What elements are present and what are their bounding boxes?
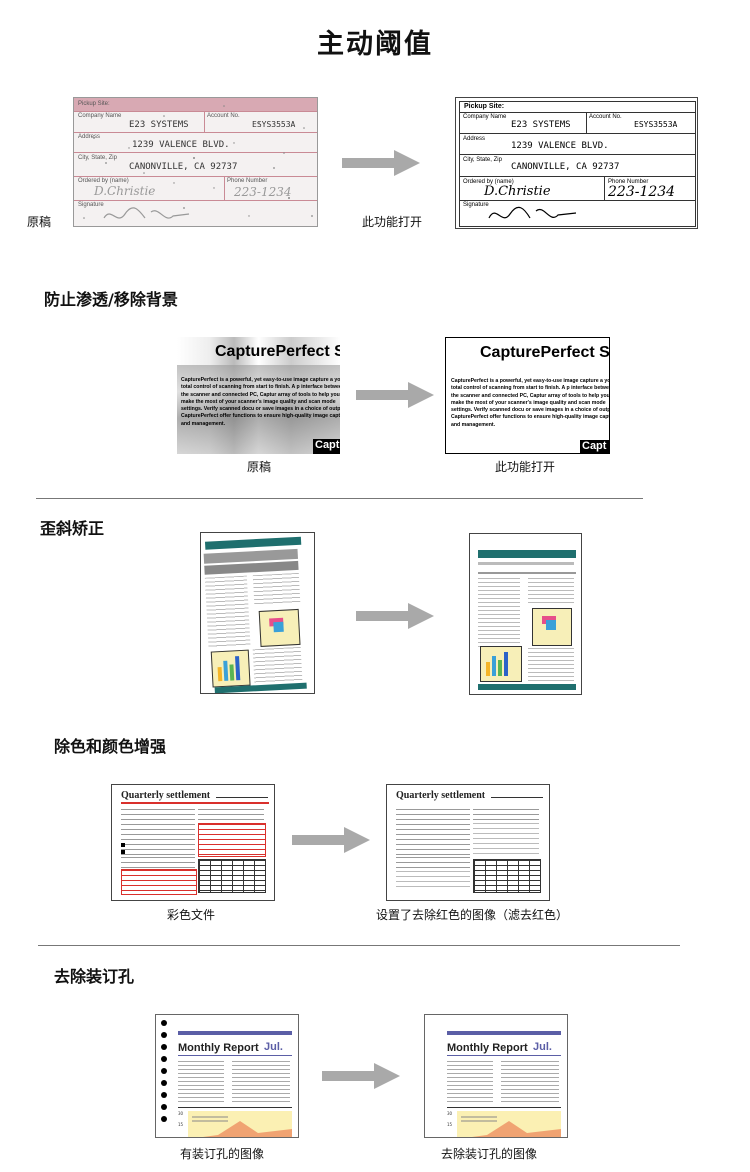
noise-speckles — [83, 105, 313, 219]
doc-title-dropout: Quarterly settlement — [396, 790, 486, 801]
city-value-clean: CANONVILLE, CA 92737 — [511, 162, 620, 172]
address-value: 1239 VALENCE BLVD. — [132, 140, 230, 150]
punch-holes-icon — [161, 1020, 167, 1122]
section1-caption-enabled: 此功能打开 — [362, 215, 423, 229]
axis-mid-original: 15 — [178, 1122, 184, 1127]
ordered-value: D.Christie — [94, 184, 156, 198]
deskew-original-page — [200, 532, 315, 694]
ordered-label: Ordered by (name) — [78, 178, 129, 184]
account-label-clean: Account No. — [589, 114, 622, 120]
axis-top-clean: 30 — [447, 1111, 453, 1116]
axis-mid-clean: 15 — [447, 1122, 453, 1127]
doc-title-clean: CapturePerfect S — [480, 344, 610, 361]
section4-caption-dropout: 设置了去除红色的图像（滤去红色） — [376, 908, 569, 922]
doc-tag-clean: Capt — [580, 440, 609, 453]
signature-scribble — [103, 207, 190, 219]
bleedthrough-original-image: CapturePerfect S CapturePerfect is a pow… — [177, 337, 340, 454]
address-value-clean: 1239 VALENCE BLVD. — [511, 141, 609, 151]
report-chart — [461, 1116, 561, 1137]
form-original-image: Pickup Site: Company Name Account No. E2… — [73, 97, 318, 227]
section2-caption-enabled: 此功能打开 — [495, 460, 556, 474]
city-label-clean: City, State, Zip — [463, 157, 502, 163]
phone-value-clean: 223-1234 — [608, 184, 676, 200]
dropout-result-page: Quarterly settlement — [386, 784, 550, 901]
phone-label: Phone Number — [227, 178, 268, 184]
report-chart — [192, 1116, 292, 1137]
account-value-clean: ESYS3553A — [634, 120, 678, 129]
arrow-icon — [356, 382, 434, 408]
account-label: Account No. — [207, 113, 240, 119]
section4-heading: 除色和颜色增强 — [54, 737, 167, 756]
report-month-original: Jul. — [264, 1041, 283, 1053]
city-value: CANONVILLE, CA 92737 — [129, 162, 238, 172]
section3-heading: 歪斜矫正 — [40, 519, 105, 538]
signature-scribble-clean — [488, 206, 577, 219]
city-label: City, State, Zip — [78, 155, 117, 161]
report-title-original: Monthly Report — [178, 1042, 259, 1054]
section2-caption-original: 原稿 — [247, 460, 272, 474]
deskew-corrected-page — [469, 533, 582, 695]
ordered-value-clean: D.Christie — [484, 184, 551, 199]
company-value: E23 SYSTEMS — [129, 120, 189, 130]
signature-label-clean: Signature — [463, 202, 489, 208]
bleedthrough-clean-image: CapturePerfect S CapturePerfect is a pow… — [445, 337, 610, 454]
arrow-icon — [292, 827, 370, 853]
ordered-label-clean: Ordered by (name) — [463, 179, 514, 185]
divider — [38, 945, 680, 946]
form-header-clean: Pickup Site: — [464, 103, 505, 110]
phone-value: 223-1234 — [234, 185, 292, 199]
divider — [36, 498, 643, 499]
company-label-clean: Company Name — [463, 114, 507, 120]
arrow-icon — [322, 1063, 400, 1089]
phone-label-clean: Phone Number — [608, 179, 649, 185]
punchhole-removed-page: Monthly Report Jul. 30 15 — [424, 1014, 568, 1138]
signature-label: Signature — [78, 202, 104, 208]
arrow-icon — [342, 150, 420, 176]
dropout-color-page: Quarterly settlement — [111, 784, 275, 901]
form-header: Pickup Site: — [78, 101, 110, 107]
section1-caption-original: 原稿 — [27, 215, 52, 229]
axis-top-original: 30 — [178, 1111, 184, 1116]
section5-caption-removed: 去除装订孔的图像 — [441, 1147, 538, 1161]
doc-title-color: Quarterly settlement — [121, 790, 211, 801]
company-value-clean: E23 SYSTEMS — [511, 120, 571, 130]
doc-title-original: CapturePerfect S — [215, 343, 340, 360]
doc-body-original: CapturePerfect is a powerful, yet easy-t… — [181, 377, 340, 427]
page-title: 主动阈值 — [317, 29, 433, 60]
punchhole-original-page: Monthly Report Jul. 30 15 — [155, 1014, 299, 1138]
account-value: ESYS3553A — [252, 120, 296, 129]
arrow-icon — [356, 603, 434, 629]
section2-heading: 防止渗透/移除背景 — [44, 290, 178, 309]
address-label: Address — [78, 134, 101, 140]
section4-caption-color: 彩色文件 — [167, 908, 216, 922]
section5-heading: 去除装订孔 — [54, 967, 135, 986]
address-label-clean: Address — [463, 136, 486, 142]
report-title-clean: Monthly Report — [447, 1042, 528, 1054]
section5-caption-original: 有装订孔的图像 — [180, 1147, 265, 1161]
doc-body-clean: CapturePerfect is a powerful, yet easy-t… — [451, 378, 610, 428]
doc-tag-original: Capt — [313, 439, 340, 454]
company-label: Company Name — [78, 113, 122, 119]
report-month-clean: Jul. — [533, 1041, 552, 1053]
form-clean-image: Pickup Site: Company Name Account No. E2… — [455, 97, 698, 229]
